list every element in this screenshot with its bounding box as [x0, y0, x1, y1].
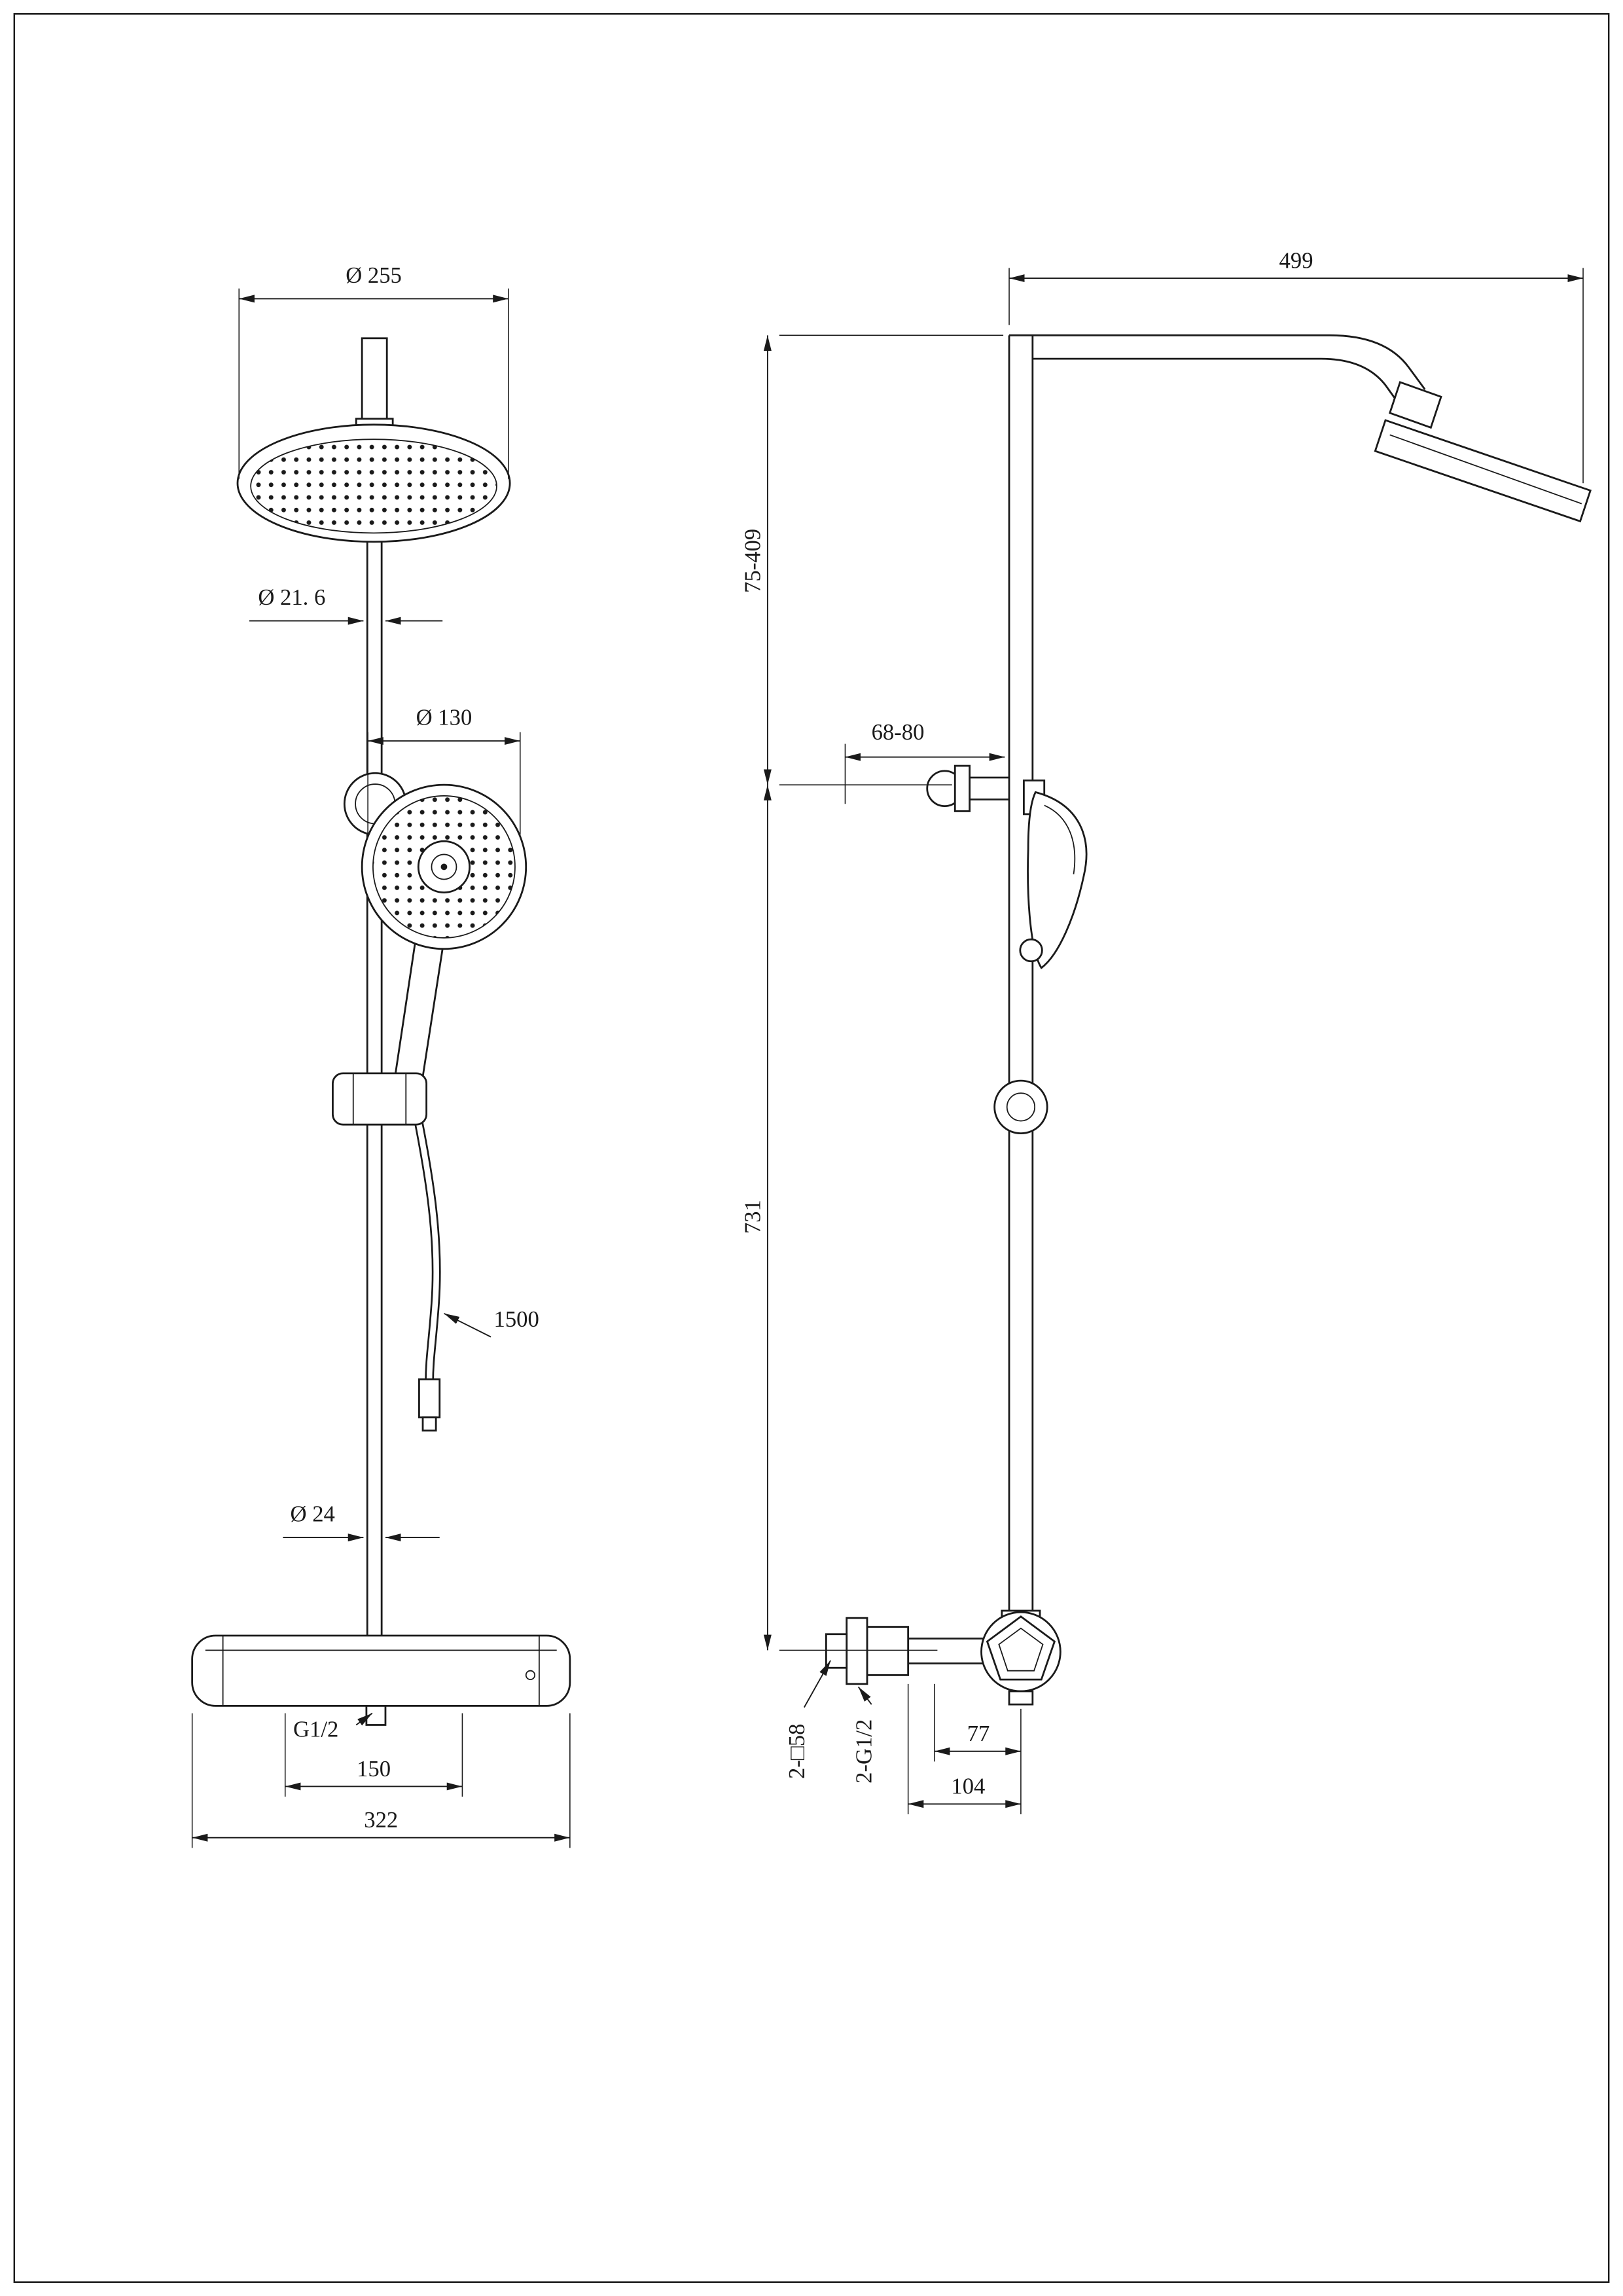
hand-shower-handle [393, 934, 444, 1092]
shower-arm-bottom [1032, 357, 1401, 406]
dim-leader-outlet [355, 1712, 373, 1726]
valve-handle-pentagon [986, 1615, 1056, 1681]
mixer-button [525, 1670, 536, 1681]
wall-bracket-plate [954, 764, 971, 812]
hose-connector [418, 1378, 441, 1419]
side-view [825, 334, 1592, 1706]
dim-label-overall-depth: 104 [951, 1774, 985, 1799]
hand-shower-cap-dot [440, 863, 448, 870]
dim-label-arm-reach: 499 [1279, 248, 1313, 273]
dim-label-rail-diameter: Ø 24 [291, 1501, 335, 1526]
hand-shower-side-edge [1044, 804, 1076, 874]
side-view-dimensions: 499 75-409 68-80 731 2-□58 2-G1/2 77 104 [741, 248, 1584, 1814]
valve-inlet-pipe [907, 1638, 991, 1664]
rail-slider [332, 1072, 428, 1126]
dim-label-inlet-spacing: 150 [357, 1757, 391, 1782]
valve-union-nut [866, 1626, 910, 1676]
valve-handle-pentagon-inner [998, 1627, 1044, 1672]
hand-shower-hook-ring [1019, 938, 1043, 963]
mixer-body [191, 1634, 571, 1707]
dim-label-down-tube-diameter: Ø 21. 6 [258, 585, 325, 610]
overhead-shower-side [1374, 419, 1592, 523]
dim-label-head-diameter: Ø 255 [346, 263, 402, 288]
dim-label-hose-length: 1500 [494, 1307, 539, 1332]
front-view [191, 337, 571, 1726]
valve-escutcheon [846, 1617, 868, 1685]
valve-bottom-cap [1008, 1690, 1034, 1706]
dim-label-valve-to-center: 77 [967, 1721, 990, 1746]
drawing-frame [13, 13, 1610, 2283]
hose-connector-tip [421, 1416, 437, 1432]
dim-leader-escutcheon [803, 1660, 831, 1708]
dim-leader-inlet-thread [857, 1686, 872, 1705]
slider-knob-side [993, 1079, 1048, 1135]
overhead-shower-side-edge [1389, 434, 1582, 505]
dim-label-outlet-thread: G1/2 [293, 1717, 338, 1742]
hand-shower-cap-inner [431, 853, 457, 880]
head-supply-pipe [361, 337, 388, 427]
dim-label-rail-height: 731 [741, 1200, 766, 1234]
overhead-shower-face [250, 439, 497, 534]
arm-nut [1388, 381, 1442, 429]
dim-label-escutcheon: 2-□58 [785, 1724, 810, 1779]
dim-label-body-width: 322 [364, 1808, 398, 1833]
dim-leader-hose [444, 1312, 491, 1338]
dim-label-head-drop-range: 75-409 [741, 529, 766, 593]
dim-label-bracket-offset: 68-80 [872, 720, 925, 745]
dim-label-hand-shower-diameter: Ø 130 [416, 705, 473, 730]
shower-hose-inner [410, 1094, 439, 1382]
slider-knob-side-inner [1006, 1092, 1036, 1122]
dim-label-inlet-thread: 2-G1/2 [852, 1719, 877, 1784]
front-view-dimensions: Ø 255 Ø 21. 6 Ø 130 1500 Ø 24 G1/2 150 3… [191, 263, 571, 1848]
shower-arm-top [1009, 334, 1426, 390]
